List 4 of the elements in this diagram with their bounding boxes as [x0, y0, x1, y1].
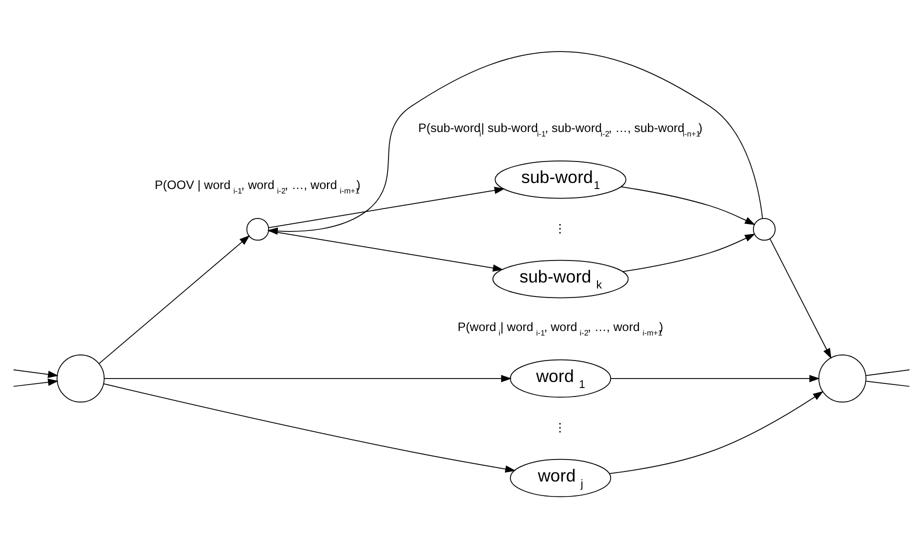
- label: P(sub-word$_{i}$| sub-word$_{i-1}$, sub-word$_{i-2}$, …, sub-word$_{i-n+1}$): [418, 121, 702, 139]
- label: ⋮: [553, 420, 566, 434]
- label: P(OOV | word $_{i-1}$, word $_{i-2}$, …, word $_{i-m+1}$): [154, 178, 360, 196]
- label: ⋮: [553, 222, 566, 236]
